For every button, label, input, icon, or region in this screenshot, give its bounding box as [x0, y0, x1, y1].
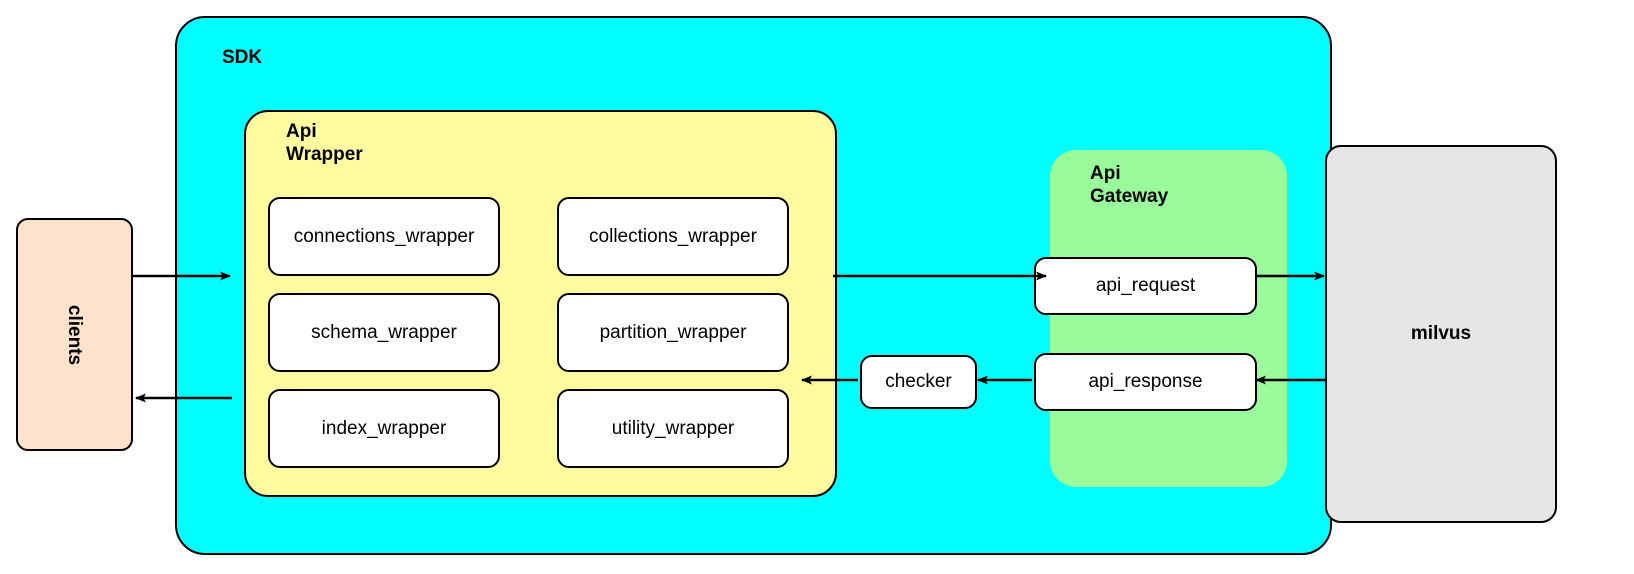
node-index-wrapper[interactable]: index_wrapper [268, 389, 500, 468]
node-checker[interactable]: checker [860, 355, 977, 409]
node-partition-wrapper-label: partition_wrapper [599, 321, 747, 343]
node-utility-wrapper-label: utility_wrapper [611, 417, 735, 439]
node-clients[interactable]: clients [16, 218, 133, 451]
node-collections-wrapper-label: collections_wrapper [589, 225, 757, 247]
node-connections-wrapper-label: connections_wrapper [293, 225, 475, 247]
node-api-request-label: api_request [1095, 275, 1196, 296]
node-partition-wrapper[interactable]: partition_wrapper [557, 293, 789, 372]
node-milvus[interactable]: milvus [1325, 145, 1557, 523]
node-schema-wrapper[interactable]: schema_wrapper [268, 293, 500, 372]
node-schema-wrapper-label: schema_wrapper [311, 321, 457, 343]
node-checker-label: checker [885, 371, 952, 392]
node-milvus-label: milvus [1410, 323, 1472, 344]
container-sdk-label: SDK [222, 47, 263, 68]
container-api-wrapper-label: Api Wrapper [286, 121, 363, 165]
node-api-request[interactable]: api_request [1034, 257, 1257, 315]
node-utility-wrapper[interactable]: utility_wrapper [557, 389, 789, 468]
container-api-gateway[interactable]: Api Gateway api_request api_response [1034, 150, 1287, 487]
node-api-response-label: api_response [1088, 371, 1203, 392]
node-connections-wrapper[interactable]: connections_wrapper [268, 197, 500, 276]
node-index-wrapper-label: index_wrapper [321, 417, 447, 439]
node-collections-wrapper[interactable]: collections_wrapper [557, 197, 789, 276]
container-api-wrapper[interactable]: Api Wrapper connections_wrapper collecti… [244, 110, 837, 497]
node-api-response[interactable]: api_response [1034, 353, 1257, 411]
container-api-gateway-label: Api Gateway [1090, 163, 1169, 207]
node-clients-label: clients [64, 304, 86, 365]
container-sdk[interactable]: SDK Api Wrapper connections_wrapper coll… [175, 16, 1332, 555]
